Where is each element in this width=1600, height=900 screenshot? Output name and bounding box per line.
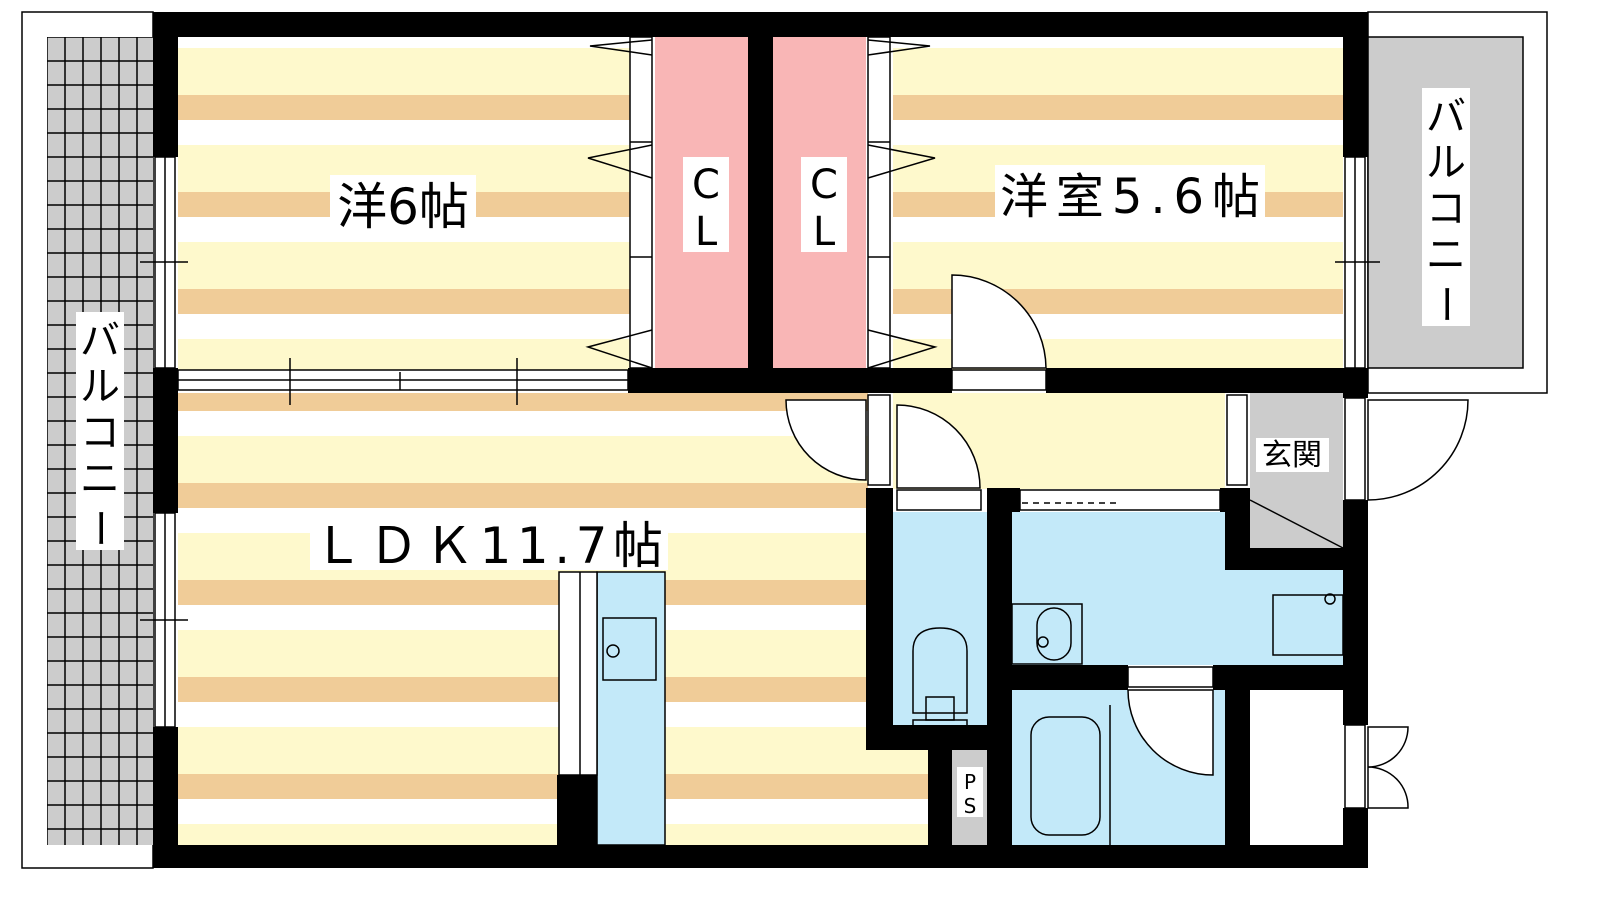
svg-text:ニ: ニ xyxy=(1426,232,1466,278)
bathtub-icon xyxy=(1030,716,1101,836)
fixtures xyxy=(602,593,1344,845)
svg-text:ー: ー xyxy=(1422,284,1468,324)
svg-text:コ: コ xyxy=(1426,186,1466,232)
closet2-l: L xyxy=(813,209,836,255)
closet-door-marks xyxy=(585,39,938,369)
svg-text:ニ: ニ xyxy=(80,456,120,502)
doors xyxy=(785,274,1469,809)
walls xyxy=(153,12,1368,868)
closet2-c: C xyxy=(810,162,838,208)
washbasin xyxy=(1011,603,1083,665)
kitchen-counter xyxy=(596,571,666,846)
ldk-floor xyxy=(178,393,928,845)
svg-text:バ: バ xyxy=(1426,94,1466,140)
washing-machine-space xyxy=(1272,594,1344,656)
balcony-left xyxy=(21,11,154,869)
svg-text:コ: コ xyxy=(80,410,120,456)
entrance-label: 玄関 xyxy=(1262,438,1322,473)
ps-label-s: S xyxy=(964,794,977,818)
sink xyxy=(602,617,657,681)
storage xyxy=(1250,690,1343,845)
balcony-right-label: バ ル コ ニ ー xyxy=(1422,88,1470,326)
ldk-label: ＬＤＫ11.7帖 xyxy=(313,517,663,575)
toilet-room xyxy=(893,512,987,725)
closet1-c: C xyxy=(692,162,720,208)
svg-text:ー: ー xyxy=(76,508,122,548)
ps-label-p: P xyxy=(964,770,976,794)
bedroom1-label: 洋6帖 xyxy=(337,178,469,236)
balcony-left-label: バ ル コ ニ ー xyxy=(76,312,124,550)
windows xyxy=(140,36,1380,809)
bedroom2-label: 洋室5.6帖 xyxy=(1000,169,1260,225)
toilet-icon xyxy=(912,627,968,714)
svg-text:バ: バ xyxy=(80,318,120,364)
closet1-l: L xyxy=(695,209,718,255)
svg-text:ル: ル xyxy=(80,364,120,410)
svg-text:ル: ル xyxy=(1426,140,1466,186)
